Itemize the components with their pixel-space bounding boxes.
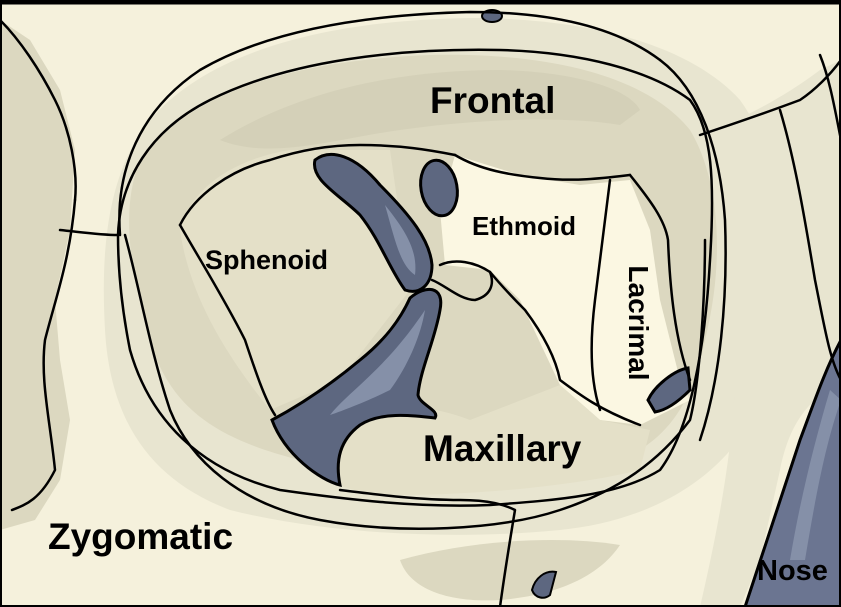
label-lacrimal: Lacrimal	[624, 265, 652, 380]
label-sphenoid: Sphenoid	[205, 247, 328, 274]
label-nose: Nose	[757, 557, 828, 586]
label-maxillary: Maxillary	[423, 430, 581, 467]
label-ethmoid: Ethmoid	[472, 213, 576, 239]
label-frontal: Frontal	[430, 82, 555, 119]
label-zygomatic: Zygomatic	[48, 518, 233, 555]
